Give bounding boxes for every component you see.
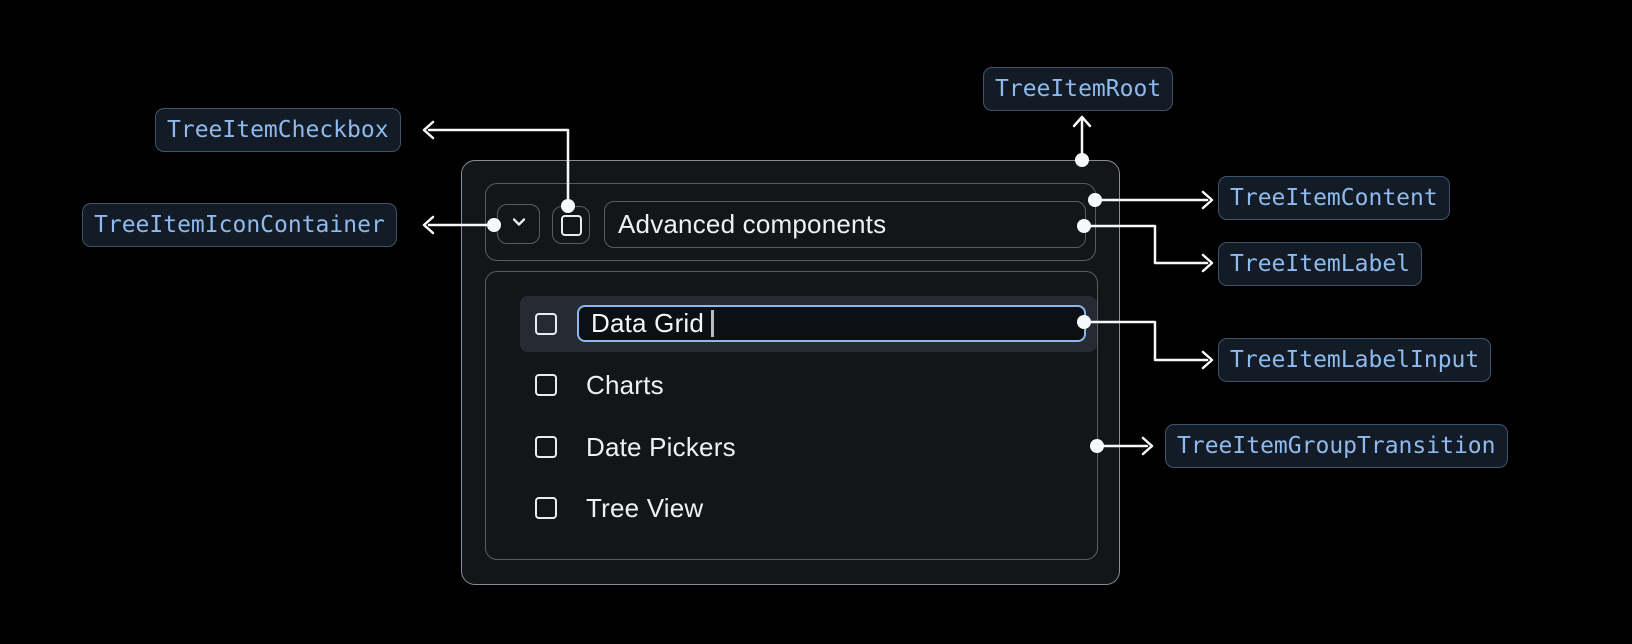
tree-item-label[interactable]: Advanced components xyxy=(604,201,1086,248)
checkbox-unchecked-icon xyxy=(560,214,582,236)
arrowhead-left-icon xyxy=(422,215,435,235)
tree-row-date-pickers[interactable]: Date Pickers xyxy=(520,419,1097,475)
annotation-tree-item-icon-container: TreeItemIconContainer xyxy=(82,203,397,247)
expand-collapse-button[interactable] xyxy=(497,204,540,244)
row-label-text: Date Pickers xyxy=(586,431,736,462)
arrowhead-right-icon xyxy=(1201,190,1214,210)
arrowhead-right-icon xyxy=(1141,436,1154,456)
text-caret xyxy=(711,310,714,337)
tree-item-content[interactable]: Advanced components xyxy=(485,183,1096,261)
tree-row-tree-view[interactable]: Tree View xyxy=(520,480,1097,536)
arrowhead-right-icon xyxy=(1201,350,1214,370)
annotation-tree-item-label: TreeItemLabel xyxy=(1218,242,1423,286)
annotation-tree-item-root: TreeItemRoot xyxy=(983,67,1174,111)
arrowhead-up-icon xyxy=(1072,115,1092,128)
tree-item-group-transition: Data Grid Charts Date Pickers Tree View xyxy=(485,271,1098,560)
tree-row-charts[interactable]: Charts xyxy=(520,357,1097,413)
annotation-tree-item-label-input: TreeItemLabelInput xyxy=(1218,338,1492,382)
checkbox-unchecked-icon[interactable] xyxy=(535,436,557,458)
tree-item-label-input[interactable]: Data Grid xyxy=(577,305,1086,342)
parent-label-text: Advanced components xyxy=(618,209,887,239)
tree-row-data-grid[interactable]: Data Grid xyxy=(520,296,1097,352)
input-value-text: Data Grid xyxy=(591,308,705,338)
annotation-tree-item-group-transition: TreeItemGroupTransition xyxy=(1165,424,1508,468)
row-label-text: Tree View xyxy=(586,492,704,523)
checkbox-unchecked-icon[interactable] xyxy=(535,374,557,396)
annotation-tree-item-content: TreeItemContent xyxy=(1218,176,1450,220)
tree-item-root: Advanced components Data Grid Charts Dat… xyxy=(461,160,1120,585)
checkbox-unchecked-icon[interactable] xyxy=(535,313,557,335)
arrowhead-left-icon xyxy=(422,120,435,140)
checkbox-unchecked-icon[interactable] xyxy=(535,497,557,519)
row-label-text: Charts xyxy=(586,369,664,400)
annotation-tree-item-checkbox: TreeItemCheckbox xyxy=(155,108,401,152)
chevron-down-icon xyxy=(509,212,529,237)
tree-item-checkbox[interactable] xyxy=(552,206,590,244)
arrowhead-right-icon xyxy=(1201,253,1214,273)
